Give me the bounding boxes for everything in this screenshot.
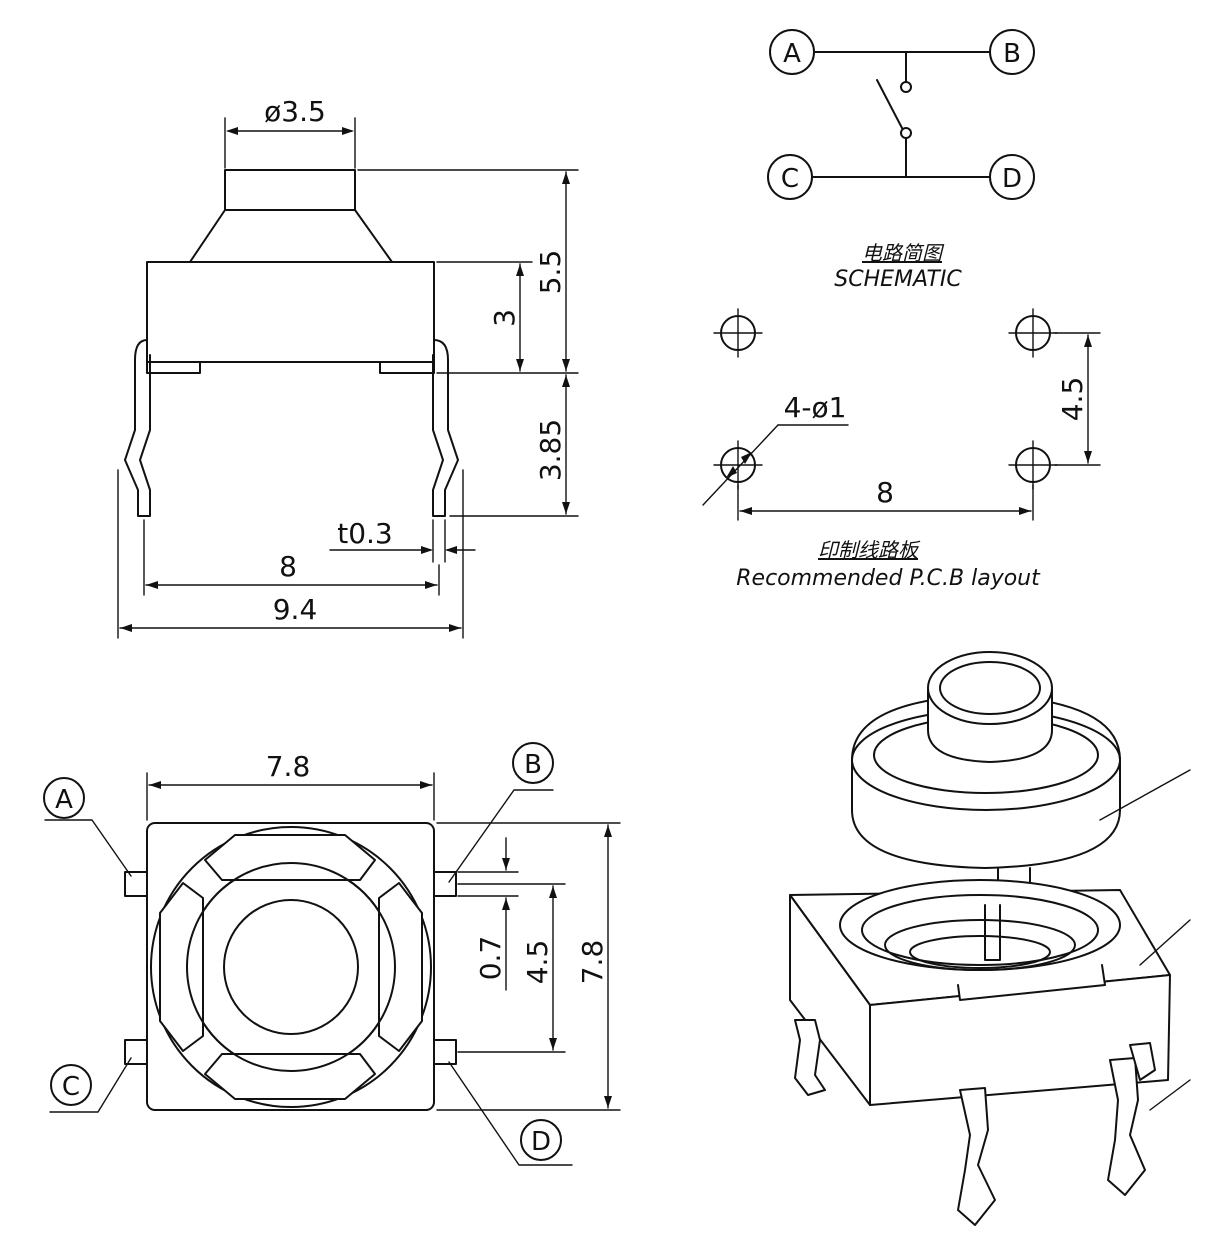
schematic: A B C D 电路简图 SCHEMATIC [767, 29, 1035, 292]
dim-body-depth: 7.8 [576, 940, 609, 985]
dim-body-width: 7.8 [266, 750, 311, 783]
ring-notch [204, 834, 376, 881]
top-view: A B C D 7.8 0.7 4.5 [43, 742, 621, 1166]
top-terminal-b: B [524, 750, 542, 780]
exploded-3d-view [789, 651, 1191, 1226]
top-terminal-a: A [55, 785, 73, 815]
schematic-terminal-c: C [781, 164, 799, 194]
ring-notch [204, 1053, 376, 1100]
actuator-top [224, 169, 356, 211]
dim-cap-diameter: ø3.5 [264, 95, 326, 128]
actuator-taper [189, 209, 393, 263]
pcb-layout: 4-ø1 4.5 8 印制线路板 Recommended P.C.B layou… [702, 308, 1101, 591]
schematic-terminal-a: A [783, 39, 801, 69]
pcb-vertical-spacing: 4.5 [1056, 377, 1089, 422]
switch-body [146, 261, 435, 363]
pcb-horizontal-spacing: 8 [876, 476, 894, 509]
lead-tab-b [433, 871, 457, 897]
schematic-caption-cn: 电路简图 [862, 241, 945, 265]
top-view-outer-ring [150, 826, 432, 1108]
top-view-inner-ring [186, 862, 396, 1072]
lead-tab-d [433, 1039, 457, 1065]
dim-overall-width: 9.4 [273, 593, 318, 626]
right-lead [432, 339, 459, 517]
actuator-circle [223, 899, 359, 1035]
dim-overall-height: 5.5 [534, 250, 567, 295]
pcb-caption-en: Recommended P.C.B layout [736, 566, 1041, 591]
lead-3d [957, 1087, 996, 1226]
ring-notch [159, 882, 204, 1052]
body-base [146, 361, 435, 374]
dim-lead-length: 3.85 [534, 419, 567, 481]
side-view: ø3.5 3 5.5 3.85 t0.3 8 [117, 95, 579, 639]
lead-3d [794, 1019, 826, 1096]
pcb-hole [713, 440, 763, 490]
lead-tab-a [124, 871, 148, 897]
pcb-hole [713, 308, 763, 358]
top-terminal-c: C [62, 1072, 80, 1102]
pcb-caption-cn: 印制线路板 [818, 538, 921, 562]
lead-tab-c [124, 1039, 148, 1065]
pcb-hole-spec: 4-ø1 [784, 391, 847, 424]
switch-contact [876, 79, 903, 129]
dim-lead-width: 0.7 [474, 936, 507, 981]
cap-skirt [851, 694, 1121, 869]
pcb-hole [1008, 440, 1058, 490]
pcb-hole [1008, 308, 1058, 358]
ring-notch [378, 882, 423, 1052]
schematic-caption-en: SCHEMATIC [834, 267, 962, 292]
dim-lead-thickness: t0.3 [337, 517, 393, 550]
schematic-terminal-b: B [1003, 39, 1021, 69]
lead-3d [1107, 1057, 1146, 1196]
dim-body-height: 3 [488, 309, 521, 327]
left-lead [124, 339, 151, 517]
dim-lead-spacing: 4.5 [521, 940, 554, 985]
schematic-terminal-d: D [1002, 164, 1022, 194]
top-view-body [146, 822, 435, 1111]
dim-lead-pitch: 8 [279, 550, 297, 583]
top-terminal-d: D [531, 1127, 551, 1157]
